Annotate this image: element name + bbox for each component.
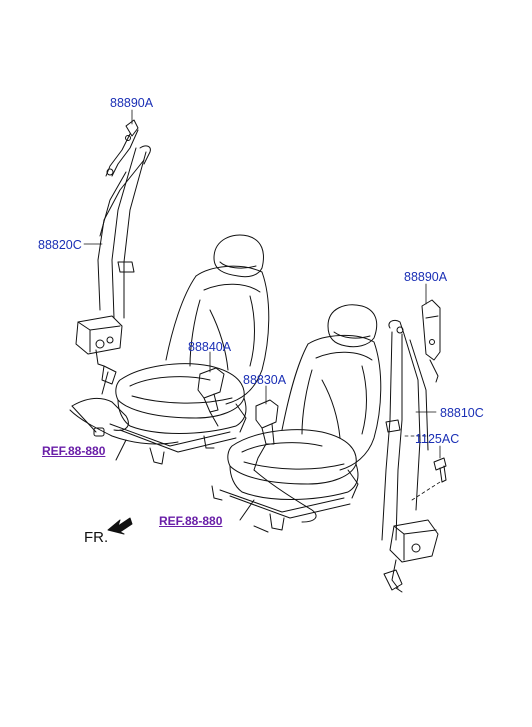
ref-cable-left	[69, 409, 179, 461]
leader-lines	[83, 109, 441, 501]
ref-cable-right	[239, 469, 317, 523]
bolt-1125ac	[433, 457, 447, 483]
right-seatbelt-assembly	[381, 299, 441, 593]
right-seat	[211, 304, 382, 533]
left-buckle	[197, 367, 225, 427]
front-direction-label: FR.	[84, 529, 109, 546]
part-label-1125ac[interactable]: 1125AC	[415, 432, 460, 446]
part-label-88830a[interactable]: 88830A	[243, 373, 287, 387]
ref-link-left[interactable]: REF.88-880	[42, 444, 106, 458]
part-label-88820c[interactable]: 88820C	[38, 238, 82, 252]
part-label-88840a[interactable]: 88840A	[188, 340, 232, 354]
part-label-88890a-right[interactable]: 88890A	[404, 270, 448, 284]
left-seatbelt-assembly	[75, 119, 151, 395]
right-buckle	[253, 399, 279, 471]
part-label-88810c[interactable]: 88810C	[440, 406, 484, 420]
part-label-88890a-left[interactable]: 88890A	[110, 96, 154, 110]
ref-link-right[interactable]: REF.88-880	[159, 514, 223, 528]
left-seat	[71, 234, 270, 465]
front-arrow-icon	[107, 517, 133, 535]
